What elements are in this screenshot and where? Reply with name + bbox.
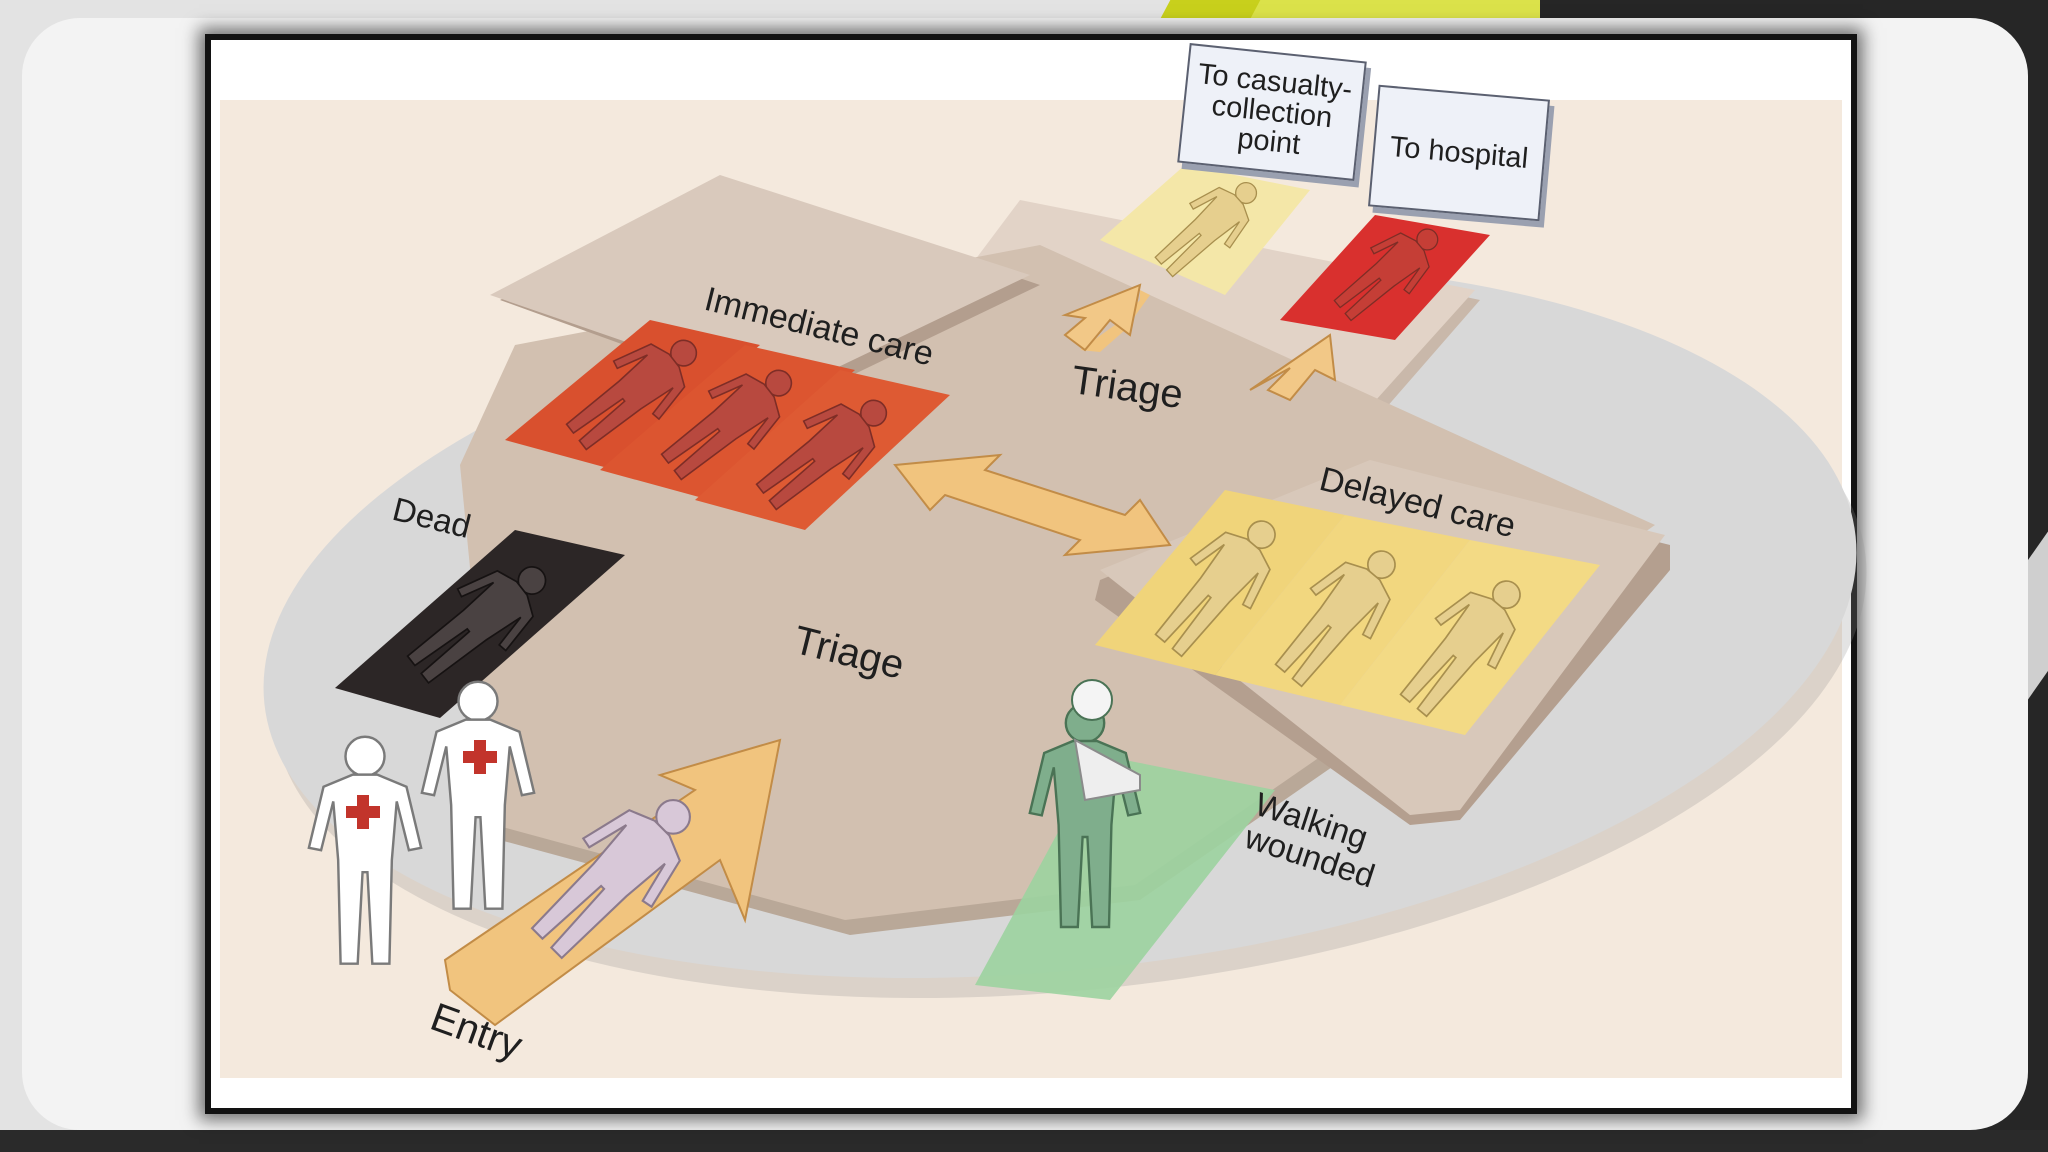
red-cross-icon (346, 806, 380, 818)
sign-hospital: To hospital (1368, 85, 1550, 222)
bandage-icon (1072, 680, 1112, 720)
sign-hospital-text: To hospital (1389, 132, 1530, 174)
red-cross-icon (463, 751, 497, 763)
sign-casualty-collection: To casualty-collection point (1177, 43, 1367, 181)
sign-casualty-collection-text: To casualty-collection point (1181, 58, 1363, 166)
